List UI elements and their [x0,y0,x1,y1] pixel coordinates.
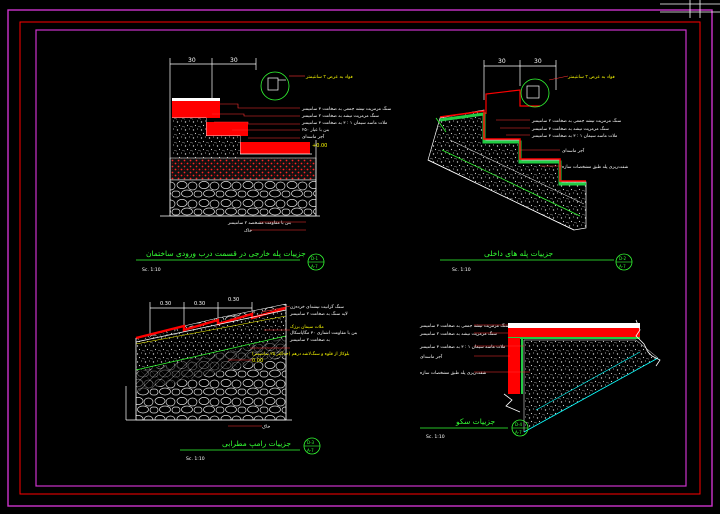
bl-title: جزییات رامپ مطرابی [222,439,291,448]
tr-dim-2: 30 [534,58,542,65]
tl-note-top: فواد به عرض ۲ سانتیمتر [305,74,353,80]
bl-badge-bottom: A-7 [307,448,314,453]
detail-platform: سنگ مرمریت تیشه جمعی به ضخامت ۳ سانتیمتر… [419,319,661,440]
bl-dim-3: 0.30 [228,297,239,303]
bl-note-4: به ضخامت ۲ سانتیمتر [289,338,330,343]
bl-note-5: بلوکاژ از قلوه و سنگ‌لاشه درهم (حداکثر ۲… [252,351,349,357]
tr-note-1: سنگ مرمریت تیشه به ضخامت ۳ سانتیمتر [531,126,609,132]
sheet-frame-inner [19,21,701,495]
tl-note-3: بتن با عیار ۲۵۰ [302,128,329,133]
tr-note-3: آجر ماسه‌ای [562,148,585,154]
tr-scale: Sc. 1:10 [452,267,471,273]
tl-scale: Sc. 1:10 [142,267,161,273]
detail-interior-stair: 30 30 فواد به عرض ۲ سانتیمتر سنگ مرمریت … [427,58,633,273]
br-note-1: سنگ مرمریت تیشه به ضخامت ۲ سانتیمتر [419,331,497,337]
tl-note-1: سنگ مرمریت تیشه به ضخامت ۲ سانتیمتر [301,113,379,119]
tl-note-bottom-0: بتن با مقاومت مشخصه ۲ سانتیمتر [227,221,291,226]
tl-badge-top: D-1 [311,256,319,261]
tl-note-bottom-1: خاک [244,228,252,234]
tl-title: جزییات پله خارجی در قسمت درب ورودی ساختم… [146,249,306,258]
br-badge-top: D-4 [515,422,523,427]
tr-title: جزییات پله های داخلی [484,249,553,258]
tl-note-0: سنگ مرمریت تیشه جمعی به ضخامت ۳ سانتیمتر [301,106,392,112]
bl-dim-1: 0.30 [160,301,171,307]
tr-dim-1: 30 [498,58,506,65]
bl-note-1: لایه سنگ به ضخامت ۲ سانتیمتر [289,311,348,317]
tl-badge-bottom: A-7 [311,264,318,269]
bl-scale: Sc. 1:10 [186,456,205,462]
tr-note-top: فواد به عرض ۲ سانتیمتر [567,74,615,80]
detail-ramp: 0.30 0.30 0.30 سنگ گرانیت تیشه‌ای خرده‌ز… [125,297,357,462]
tr-badge-top: D-2 [619,256,627,261]
tl-dim-2: 30 [230,57,238,64]
bl-note-3: بتن با مقاومت اشتاری ۳۰ مگاپاسکال [290,330,357,336]
tl-level: +0.00 [312,143,327,149]
bl-note-2: ملات سیمان برزک [290,324,324,330]
tl-note-4: آجر ماسه‌ای [302,134,325,140]
bl-note-bottom: خاک [262,423,271,430]
bl-note-0: سنگ گرانیت تیشه‌ای خرده‌زن [290,304,344,310]
br-scale: Sc. 1:10 [426,434,445,440]
bl-dim-2: 0.30 [194,301,205,307]
br-badge-bottom: A-7 [515,430,522,435]
br-note-3: آجر ماسه‌ای [420,354,443,360]
br-note-4: شفت‌ریزی پله طبق مشخصات سازه [420,371,487,376]
corner-crosshair [660,0,720,18]
tr-note-2: ملات ماسه سیمان ۱ : ۳ به ضخامت ۳ سانتیمت… [531,134,617,139]
bl-badge-top: D-3 [307,440,315,445]
tl-note-2: ملات ماسه سیمان ۱ : ۳ به ضخامت ۳ سانتیمت… [301,121,387,126]
br-note-0: سنگ مرمریت تیشه جمعی به ضخامت ۳ سانتیمتر [419,323,510,329]
tr-note-4: شفت‌ریزی پله طبق مشخصات سازه [562,165,629,170]
detail-exterior-stair: 30 30 فواد به عرض [136,57,392,273]
tr-badge-bottom: A-7 [619,264,626,269]
tl-dim-1: 30 [188,57,196,64]
bl-level: 0.00 [252,358,263,364]
br-title: جزییات سکو [455,417,496,426]
tr-note-0: سنگ مرمریت تیشه جمعی به ضخامت ۲ سانتیمتر [531,118,622,124]
sheet-frame-drawing [35,29,687,487]
br-note-2: ملات ماسه سیمان ۱ : ۳ به ضخامت ۳ سانتیمت… [419,345,505,350]
sheet-frame-outer [7,9,713,507]
